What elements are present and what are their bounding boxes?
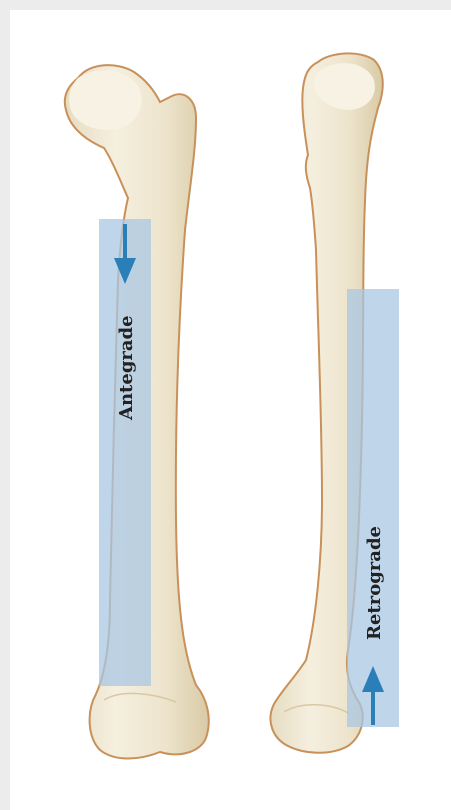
retrograde-zone xyxy=(347,289,399,727)
retrograde-group: Retrograde xyxy=(347,289,399,727)
antegrade-label: Antegrade xyxy=(116,315,137,421)
retrograde-label: Retrograde xyxy=(364,526,385,640)
antegrade-zone xyxy=(99,219,151,686)
femoral-head xyxy=(69,70,142,130)
antegrade-group: Antegrade xyxy=(99,219,151,686)
